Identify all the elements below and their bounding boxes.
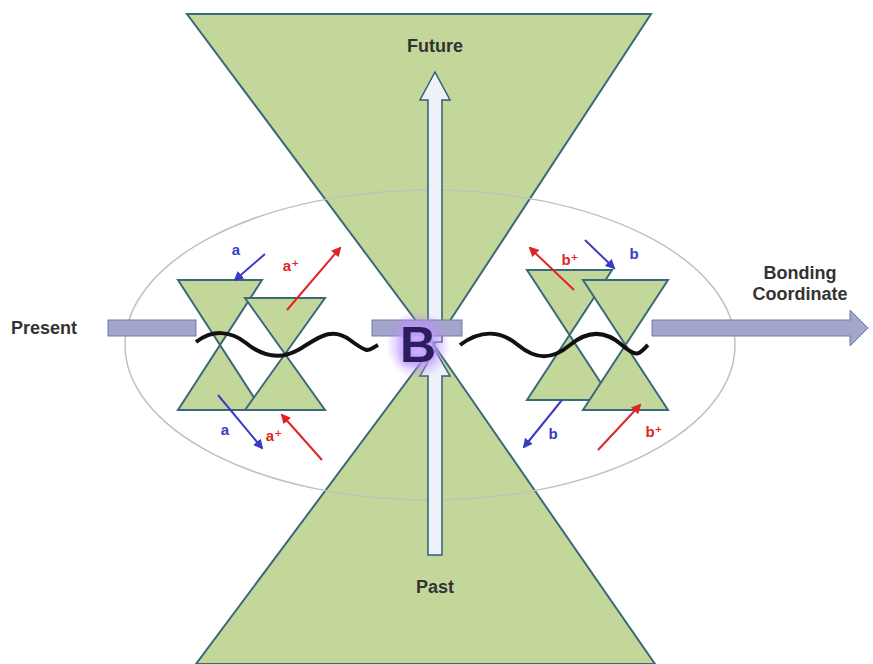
present-bar [108,320,196,336]
future-arrow [420,72,450,342]
operator-label: a [232,241,240,258]
bond-symbol: B [400,320,436,370]
operator-label: b [548,425,557,442]
bond-wave [196,333,378,355]
bond-node: B [386,310,450,380]
bond-wave [460,334,648,357]
axis-label: Past [416,577,454,598]
past-arrow [420,350,450,555]
operator-label: b⁺ [645,423,662,440]
operator-label: a [221,421,229,438]
small-cone [583,280,668,410]
b-arrow [524,400,562,447]
axis-label: Future [407,36,463,57]
operator-label: a⁺ [283,257,299,274]
a-plus-arrow [287,248,340,310]
bonding-arrow [652,310,868,346]
b-plus-arrow [598,405,640,450]
axis-label: Present [11,318,77,339]
a-arrow [218,395,262,448]
operator-label: a⁺ [266,427,282,444]
axis-label: Bonding Coordinate [740,263,860,304]
a-plus-arrow [282,415,322,460]
operator-label: b⁺ [561,251,578,268]
operator-label: b [629,245,638,262]
b-arrow [585,240,614,268]
